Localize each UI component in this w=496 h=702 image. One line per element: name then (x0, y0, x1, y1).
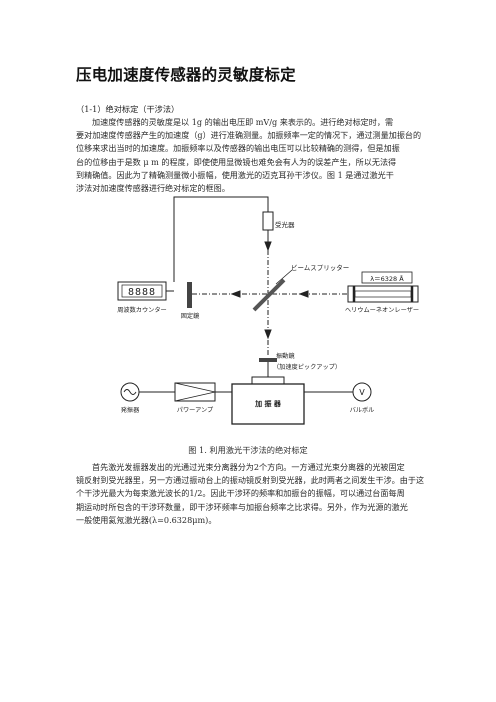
shaker-table (251, 376, 285, 385)
wavelength-label: λ＝6328 Å (370, 274, 404, 283)
pickup-label: （加速度ピックアップ） (273, 363, 341, 371)
power-amplifier (174, 382, 216, 402)
vibrating-mirror-label: 振動鏡 (276, 352, 295, 360)
photodetector-label: 受光器 (275, 220, 295, 229)
paragraph-1-line: 台的位移由于是数 μ m 的程度，即使使用显微镜也难免会有人为的误差产生，所以无… (76, 156, 397, 167)
wavelength-box (361, 271, 413, 284)
paragraph-1: 加速度传感器的灵敏度是以 1g 的输出电压即 mV/g 来表示的。进行绝对标定时… (76, 116, 424, 195)
figure-caption: 图 1. 利用激光干涉法的绝对标定 (188, 445, 308, 455)
voltmeter (352, 382, 372, 402)
laser-label: ヘリウムーネオンレーザー (345, 306, 419, 314)
paragraph-1-line: 位移来求出当时的加速度。加振频率以及传感器的输出电压可以比较精确的测得，但是加振 (76, 143, 400, 154)
paragraph-1-line: 要对加速度传感器产生的加速度（g）进行准确测量。加振频率一定的情况下，通过测量加… (76, 130, 422, 141)
photodetector-box (262, 211, 274, 231)
counter-display: 8888 (128, 287, 156, 298)
shaker-body (231, 383, 305, 425)
fixed-mirror-label: 固定鏡 (181, 312, 200, 320)
section-heading: （1-1）绝对标定（干涉法） (76, 104, 180, 114)
paragraph-2-line: 一般使用氦氖激光器(λ=0.6328μm)。 (76, 514, 217, 525)
signal-line-top (173, 196, 269, 282)
paragraph-1-line: 涉法对加速度传感器进行绝对标定的框图。 (76, 183, 230, 194)
voltmeter-label: バルボル (350, 406, 375, 414)
counter-label: 周波数カウンター (117, 306, 167, 314)
paragraph-2-line: 首先激光发振器发出的光通过光束分离器分为2个方向。一方通过光束分离器的光被固定 (92, 462, 405, 472)
paragraph-1-line: 加速度传感器的灵敏度是以 1g 的输出电压即 mV/g 来表示的。进行绝对标定时… (92, 117, 394, 127)
vibrating-mirror (259, 358, 277, 362)
paragraph-2-line: 个干涉光最大为每束激光波长的1/2。因此干涉环的频率和加振台的振幅，可以通过台面… (76, 488, 405, 499)
beam-splitter (252, 278, 286, 312)
paragraph-2: 首先激光发振器发出的光通过光束分离器分为2个方向。一方通过光束分离器的光被固定 … (76, 461, 424, 527)
paragraph-1-line: 到精确值。因此为了精确测量微小振幅，使用激光的迈克耳孙干涉仪。图 1 是通过激光… (76, 169, 394, 180)
paragraph-2-line: 镜反射到受光器里，另一方通过振动台上的振动镜反射到受光器，此时两者之间发生干涉。… (76, 475, 425, 486)
paragraph-2-line: 期运动时所包含的干涉环数量，即干涉环频率与加振台频率之比求得。另外，作为光源的激… (76, 501, 408, 512)
power-amp-label: パワーアンプ (177, 407, 214, 414)
fixed-mirror (187, 282, 192, 308)
beam-splitter-label: ビームスプリッター (291, 263, 349, 272)
shaker-label: 加 振 器 (254, 399, 282, 408)
laser-tube (347, 285, 419, 303)
document-title: 压电加速度传感器的灵敏度标定 (76, 66, 296, 84)
oscillator-label: 発振器 (121, 406, 140, 414)
voltmeter-symbol: V (359, 388, 365, 397)
